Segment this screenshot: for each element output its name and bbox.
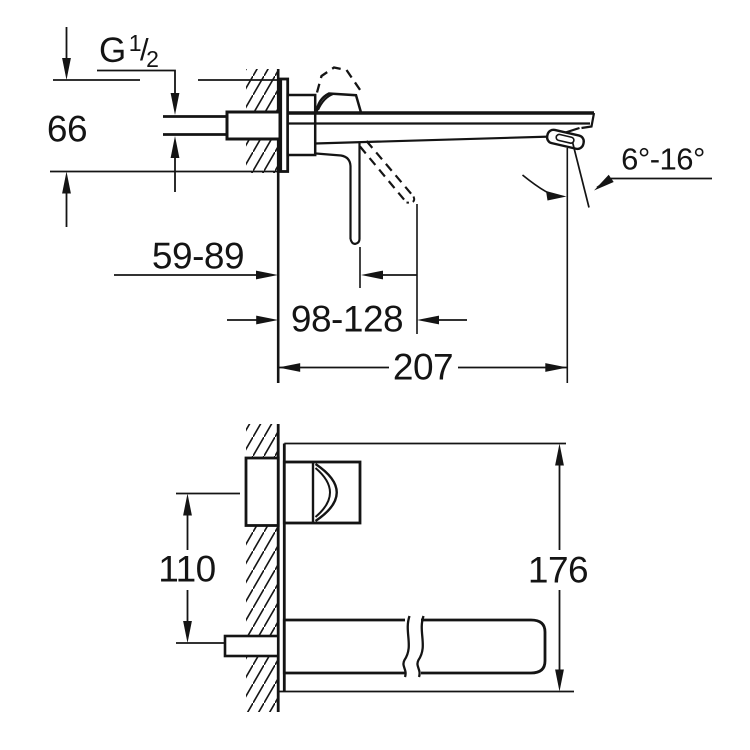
mixer-body [286,93,317,157]
angle-slant-line [571,141,590,208]
lever-open-dashed-2 [359,145,408,204]
spout-underside [314,126,580,145]
arrowhead [170,93,180,115]
plan-view [223,424,547,712]
thread-numerator: 1 [128,30,142,56]
thread-letter: G [99,31,126,70]
break-wave-right [416,615,425,678]
handle-base-arc [317,93,334,111]
arrowhead [278,363,301,372]
arrowhead [555,669,564,692]
arrowhead [183,493,192,516]
lever-front-line [315,152,352,239]
handle-open-dashed [315,66,363,93]
thread-leader [97,69,176,94]
arrowhead [555,443,564,466]
break-wave-left [402,615,411,678]
handle-plan-arc-outer [314,463,338,522]
arrowhead [417,315,439,325]
dim-handle-open-label: 98-128 [290,298,404,340]
lever-open-dashed-tip [406,196,416,204]
arrowhead [361,270,383,280]
arrowhead [546,191,567,201]
aerator-body [545,128,585,151]
aerator-slot [555,133,575,144]
aerator [545,128,585,151]
handle-base [315,92,363,114]
side-view [163,66,596,383]
union-fitting [225,110,282,141]
arrowhead [594,174,614,191]
arrowhead [170,136,180,158]
plan-view-dimensions [176,442,574,693]
thread-denominator: 2 [146,46,159,72]
dim-offset-label: 110 [158,548,216,590]
concealed-box [244,456,280,527]
supply-stub-plan [223,634,280,658]
handle-plan [282,460,362,525]
spout-tip-cap [581,112,596,130]
arrowhead [545,363,568,372]
dim-aerator-angle-label: 6°-16° [621,141,705,177]
dim-spout-projection-label: 207 [392,346,454,388]
lever-open-dashed-1 [365,140,415,198]
arrowhead [256,315,279,325]
side-view-dimensions [50,27,712,383]
arrowhead [62,58,71,80]
arrowhead [183,621,192,643]
handle-plan-arc-inner [314,467,331,518]
dim-plate-length-label: 176 [527,549,589,591]
arrowhead [256,270,278,280]
dim-handle-closed-label: 59-89 [151,235,245,277]
dim-plate-height-label: 66 [46,108,88,150]
lever-tip-round [349,238,361,245]
arrowhead [62,171,71,194]
thread-slash: / [140,32,149,67]
